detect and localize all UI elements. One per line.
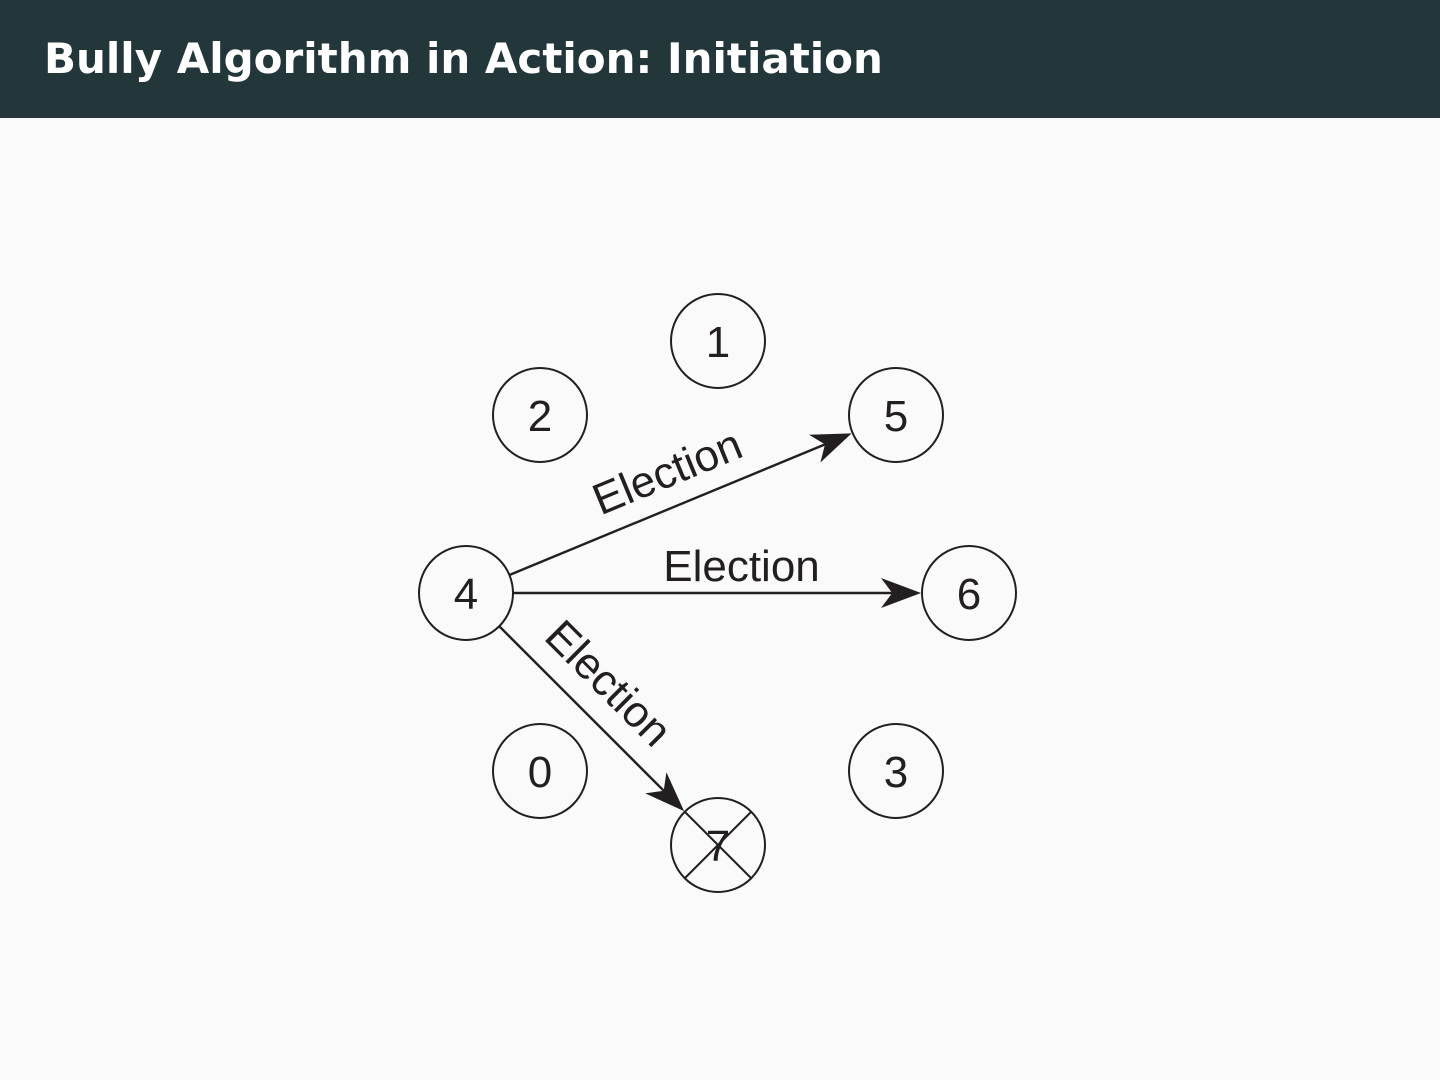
node-label: 5	[884, 392, 908, 441]
node-5: 5	[848, 367, 944, 463]
node-circle	[848, 723, 944, 819]
arrowhead	[881, 578, 921, 608]
node-circle	[848, 367, 944, 463]
slide-title: Bully Algorithm in Action: Initiation	[44, 34, 883, 83]
node-label: 7	[706, 822, 730, 871]
node-2: 2	[492, 367, 588, 463]
node-label: 4	[454, 570, 478, 619]
arrowhead	[645, 772, 685, 812]
title-bar: Bully Algorithm in Action: Initiation	[0, 0, 1440, 118]
node-6: 6	[921, 545, 1017, 641]
cross-stroke	[684, 811, 752, 879]
node-label: 0	[528, 748, 552, 797]
nodes-layer: 0 1 2 3 4 5 6 7	[418, 293, 1017, 893]
edge-label: Election	[663, 542, 820, 591]
edge-line	[508, 443, 826, 577]
node-0: 0	[492, 723, 588, 819]
edge-4-to-6: Election	[513, 542, 921, 608]
arrowhead	[809, 433, 852, 463]
edge-line	[498, 625, 665, 792]
node-label: 6	[957, 570, 981, 619]
node-circle	[670, 293, 766, 389]
node-3: 3	[848, 723, 944, 819]
node-7: 7	[670, 797, 766, 893]
node-circle	[492, 723, 588, 819]
node-1: 1	[670, 293, 766, 389]
node-circle	[921, 545, 1017, 641]
node-circle	[492, 367, 588, 463]
node-label: 1	[706, 318, 730, 367]
node-label: 2	[528, 392, 552, 441]
node-label: 3	[884, 748, 908, 797]
node-circle	[418, 545, 514, 641]
crashed-cross-icon	[684, 811, 752, 879]
node-4: 4	[418, 545, 514, 641]
